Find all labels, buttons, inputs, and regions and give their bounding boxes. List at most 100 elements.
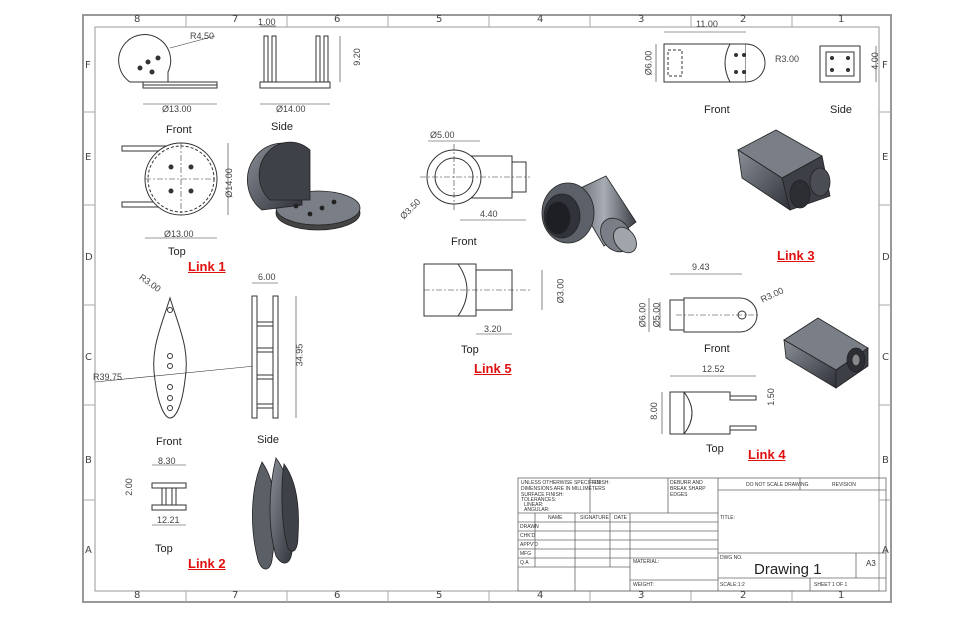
tb-appvd: APPV'D bbox=[520, 542, 538, 548]
zone-col-top-2: 2 bbox=[740, 14, 747, 25]
tb-name: NAME bbox=[548, 515, 563, 521]
dim-link1-d13a: Ø13.00 bbox=[162, 104, 192, 114]
sheet-border bbox=[82, 14, 892, 603]
zone-ticks bbox=[83, 15, 891, 602]
dim-link3-d6: Ø6.00 bbox=[643, 50, 654, 76]
tb-drawn: DRAWN bbox=[520, 524, 539, 530]
link1-top-view bbox=[121, 142, 229, 239]
tb-note5: LINEAR: bbox=[524, 502, 544, 508]
link3-title: Link 3 bbox=[777, 248, 815, 263]
link4-title: Link 4 bbox=[748, 447, 786, 462]
zone-col-top-8: 8 bbox=[134, 14, 141, 25]
dim-link2-len: 34.95 bbox=[294, 343, 305, 367]
dim-link4-d6: Ø6.00 bbox=[637, 302, 648, 328]
tb-note1: UNLESS OTHERWISE SPECIFIED: bbox=[521, 480, 602, 486]
dim-link3-11: 11.00 bbox=[696, 19, 718, 29]
zone-row-left-B: B bbox=[85, 455, 92, 466]
zone-row-left-A: A bbox=[85, 545, 92, 556]
link3-iso-view bbox=[737, 129, 831, 211]
link5-iso-view bbox=[541, 175, 637, 254]
dim-link5-d5: Ø5.00 bbox=[430, 130, 455, 140]
link1-side-label: Side bbox=[271, 121, 294, 133]
dim-link2-r39: R39.75 bbox=[93, 372, 123, 382]
link2-top-label: Top bbox=[155, 543, 173, 555]
tb-sheet: SHEET 1 OF 1 bbox=[814, 582, 848, 588]
link5-front-view bbox=[420, 140, 530, 221]
zone-row-left-D: D bbox=[85, 252, 93, 263]
dim-link4-d5: Ø5.00 bbox=[651, 302, 662, 328]
dim-link2-200: 2.00 bbox=[123, 478, 134, 496]
link5-front-label: Front bbox=[451, 236, 477, 248]
link1-front-label: Front bbox=[166, 124, 192, 136]
dim-link4-8: 8.00 bbox=[648, 402, 659, 420]
dim-link1-d14a: Ø14.00 bbox=[276, 104, 306, 114]
zone-col-bottom-5: 5 bbox=[436, 590, 443, 601]
zone-col-top-6: 6 bbox=[334, 14, 341, 25]
tb-signature: SIGNATURE bbox=[580, 515, 609, 521]
link2-title: Link 2 bbox=[188, 556, 226, 571]
dim-link4-150: 1.50 bbox=[765, 388, 776, 406]
tb-dwg-no: DWG NO. bbox=[720, 555, 743, 561]
zone-col-bottom-8: 8 bbox=[134, 590, 141, 601]
tb-note4: TOLERANCES: bbox=[521, 497, 557, 503]
link2-front-view bbox=[94, 296, 256, 419]
zone-col-top-1: 1 bbox=[838, 14, 845, 25]
dim-link2-w6: 6.00 bbox=[258, 272, 276, 282]
zone-col-bottom-2: 2 bbox=[740, 590, 747, 601]
tb-drawing-name: Drawing 1 bbox=[754, 561, 822, 578]
link3-front-label: Front bbox=[704, 104, 730, 116]
link2-top-view bbox=[151, 464, 187, 526]
zone-col-bottom-6: 6 bbox=[334, 590, 341, 601]
link3-side-label: Side bbox=[830, 104, 853, 116]
dim-link1-d14b: Ø14.00 bbox=[223, 168, 234, 198]
tb-chkd: CHK'D bbox=[520, 533, 536, 539]
tb-finish: FINISH: bbox=[592, 480, 610, 486]
zone-col-top-7: 7 bbox=[232, 14, 239, 25]
link3-front-view bbox=[655, 31, 766, 83]
zone-col-bottom-7: 7 bbox=[232, 590, 239, 601]
link1-front-view bbox=[118, 34, 218, 105]
zone-col-top-3: 3 bbox=[638, 14, 645, 25]
zone-col-top-4: 4 bbox=[537, 14, 544, 25]
tb-note3: SURFACE FINISH: bbox=[521, 492, 564, 498]
link2-iso-view bbox=[252, 457, 299, 570]
dim-link5-320: 3.20 bbox=[484, 324, 502, 334]
tb-date: DATE bbox=[614, 515, 627, 521]
tb-material: MATERIAL: bbox=[633, 559, 660, 565]
dim-link3-r3: R3.00 bbox=[775, 54, 800, 64]
dim-link3-4: 4.00 bbox=[869, 52, 880, 70]
link4-front-label: Front bbox=[704, 343, 730, 355]
tb-deburr: DEBURR AND BREAK SHARP EDGES bbox=[670, 480, 706, 498]
link2-side-label: Side bbox=[257, 434, 280, 446]
link5-top-view bbox=[423, 263, 543, 335]
tb-weight: WEIGHT: bbox=[633, 582, 654, 588]
link1-side-view bbox=[259, 25, 341, 105]
dim-link4-943: 9.43 bbox=[692, 262, 710, 272]
zone-row-left-C: C bbox=[85, 352, 92, 363]
dim-link2-830: 8.30 bbox=[158, 456, 176, 466]
link4-top-label: Top bbox=[706, 443, 724, 455]
dim-link2-1221: 12.21 bbox=[157, 515, 180, 525]
dim-link1-h: 9.20 bbox=[351, 48, 362, 66]
link4-top-view bbox=[661, 375, 757, 435]
link3-side-view bbox=[819, 45, 877, 83]
tb-title: TITLE: bbox=[720, 515, 736, 521]
zone-row-right-E: E bbox=[882, 152, 889, 163]
zone-row-right-A: A bbox=[882, 545, 889, 556]
zone-col-top-5: 5 bbox=[436, 14, 443, 25]
link4-iso-view bbox=[783, 317, 869, 389]
zone-col-bottom-1: 1 bbox=[838, 590, 845, 601]
link5-title: Link 5 bbox=[474, 361, 512, 376]
tb-revision: REVISION bbox=[832, 482, 856, 488]
tb-size: A3 bbox=[866, 559, 876, 568]
title-block-grid bbox=[517, 477, 887, 592]
tb-qa: Q.A bbox=[520, 560, 529, 566]
dim-link1-r: R4.50 bbox=[190, 31, 215, 41]
tb-note6: ANGULAR: bbox=[524, 507, 550, 513]
zone-col-bottom-4: 4 bbox=[537, 590, 544, 601]
link1-title: Link 1 bbox=[188, 259, 226, 274]
link4-front-view bbox=[648, 273, 760, 333]
dim-link1-w1: 1.00 bbox=[258, 17, 276, 27]
dim-link5-440: 4.40 bbox=[480, 209, 498, 219]
